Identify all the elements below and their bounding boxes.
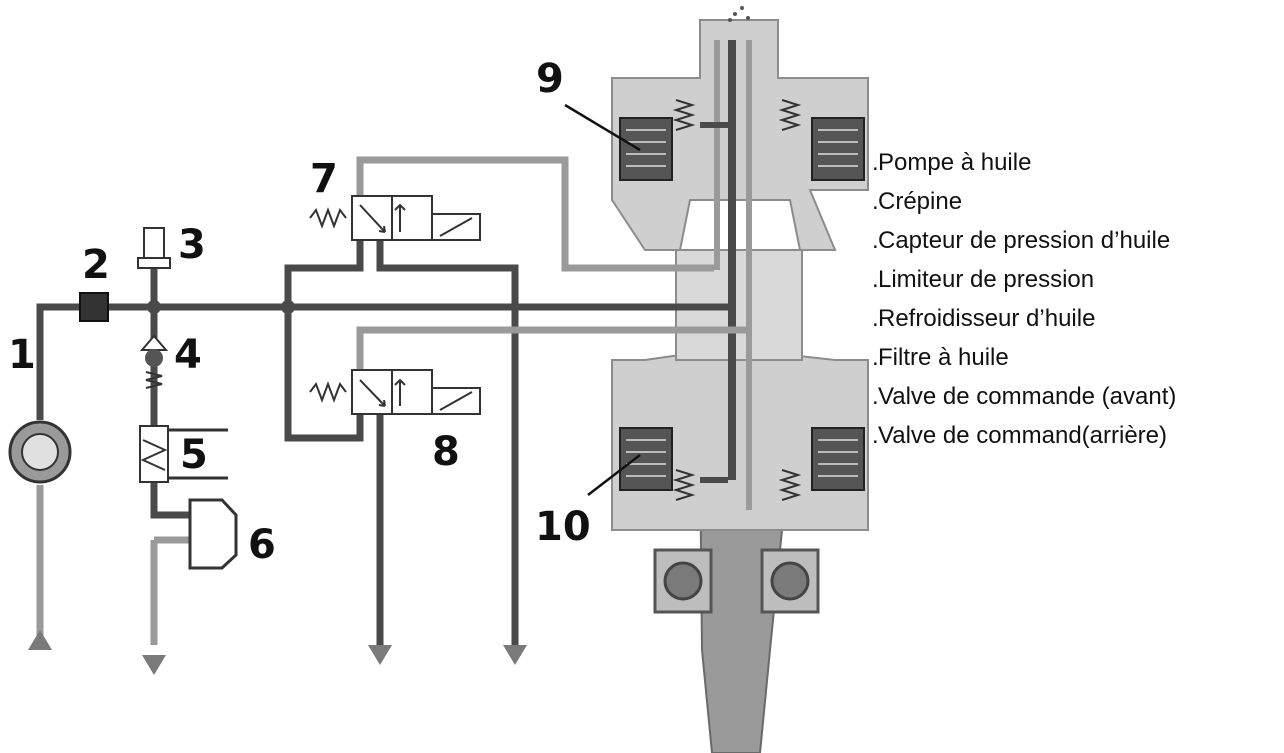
callout-10: 10: [535, 504, 591, 550]
legend-item: .Filtre à huile: [872, 344, 1009, 371]
oil-filter-symbol: [188, 498, 238, 570]
legend-item: .Valve de commande (avant): [872, 383, 1177, 410]
oil-pump-symbol: [8, 420, 72, 484]
valve7-output-line: [356, 156, 714, 272]
pipes: [36, 122, 746, 650]
callout-4: 4: [174, 332, 202, 378]
oil-spray: [728, 6, 750, 22]
strainer-symbol: [79, 292, 109, 322]
valve-supply-line: [284, 240, 364, 307]
valve7-drain-line: [376, 240, 519, 645]
bearing-left-ball: [663, 561, 703, 601]
spring-upper-left: [672, 99, 696, 131]
central-channel-light-left: [714, 40, 720, 270]
component-legend: .Pompe à huile .Crépine .Capteur de pres…: [872, 148, 1176, 460]
spring-upper-right: [778, 99, 802, 131]
callout-1: 1: [8, 332, 36, 378]
leader-line-9: [564, 103, 641, 152]
valve8-supply-line: [284, 307, 364, 442]
legend-item: .Crépine: [872, 188, 963, 215]
callout-2: 2: [82, 242, 110, 288]
coil-lower-left: [619, 427, 673, 491]
legend-item: .Limiteur de pression: [872, 266, 1095, 293]
legend-item: .Pompe à huile: [872, 149, 1032, 176]
central-channel-dark: [728, 40, 736, 480]
legend-label: Filtre à huile: [878, 344, 1009, 371]
oil-cooler-symbol: [139, 425, 228, 483]
bearing-right-ball: [770, 561, 810, 601]
tank-pump: [28, 630, 52, 650]
control-valve-front: [309, 195, 481, 241]
clutch-assembly: [611, 6, 869, 753]
legend-label: Valve de commande (avant): [878, 383, 1177, 410]
legend-label: Crépine: [878, 188, 963, 215]
spring-lower-right: [778, 469, 802, 501]
coil-lower-right: [811, 427, 865, 491]
tank-valve8: [368, 645, 392, 665]
legend-label: Refroidisseur d’huile: [878, 305, 1096, 332]
legend-label: Capteur de pression d’huile: [878, 227, 1171, 254]
callout-3: 3: [178, 222, 206, 268]
relief-valve-symbol: [139, 334, 169, 389]
tank-filter: [142, 655, 166, 675]
legend-label: Pompe à huile: [878, 149, 1032, 176]
lower-housing: [611, 354, 869, 531]
control-valve-rear: [309, 369, 481, 415]
coil-upper-left: [619, 117, 673, 181]
upper-housing: [611, 19, 869, 251]
junction-dot: [281, 300, 295, 314]
callout-6: 6: [248, 522, 276, 568]
pressure-sensor-symbol: [137, 227, 171, 269]
callout-8: 8: [432, 429, 460, 475]
tank-symbols: [28, 630, 527, 675]
legend-label: Valve de command(arrière): [878, 422, 1167, 449]
central-channel-light-right: [746, 40, 752, 510]
coil-upper-right: [811, 117, 865, 181]
junction-dot: [147, 300, 161, 314]
legend-label: Limiteur de pression: [878, 266, 1095, 293]
callout-7: 7: [310, 156, 338, 202]
valve8-output-line: [356, 326, 746, 370]
tank-valve7: [503, 645, 527, 665]
legend-item: .Valve de command(arrière): [872, 422, 1167, 449]
spring-lower-left: [672, 469, 696, 501]
main-pressure-line: [36, 303, 728, 420]
legend-item: .Capteur de pression d’huile: [872, 227, 1171, 254]
legend-item: .Refroidisseur d’huile: [872, 305, 1096, 332]
callout-5: 5: [180, 432, 208, 478]
callout-9: 9: [536, 56, 564, 102]
leader-line-10: [587, 454, 641, 496]
